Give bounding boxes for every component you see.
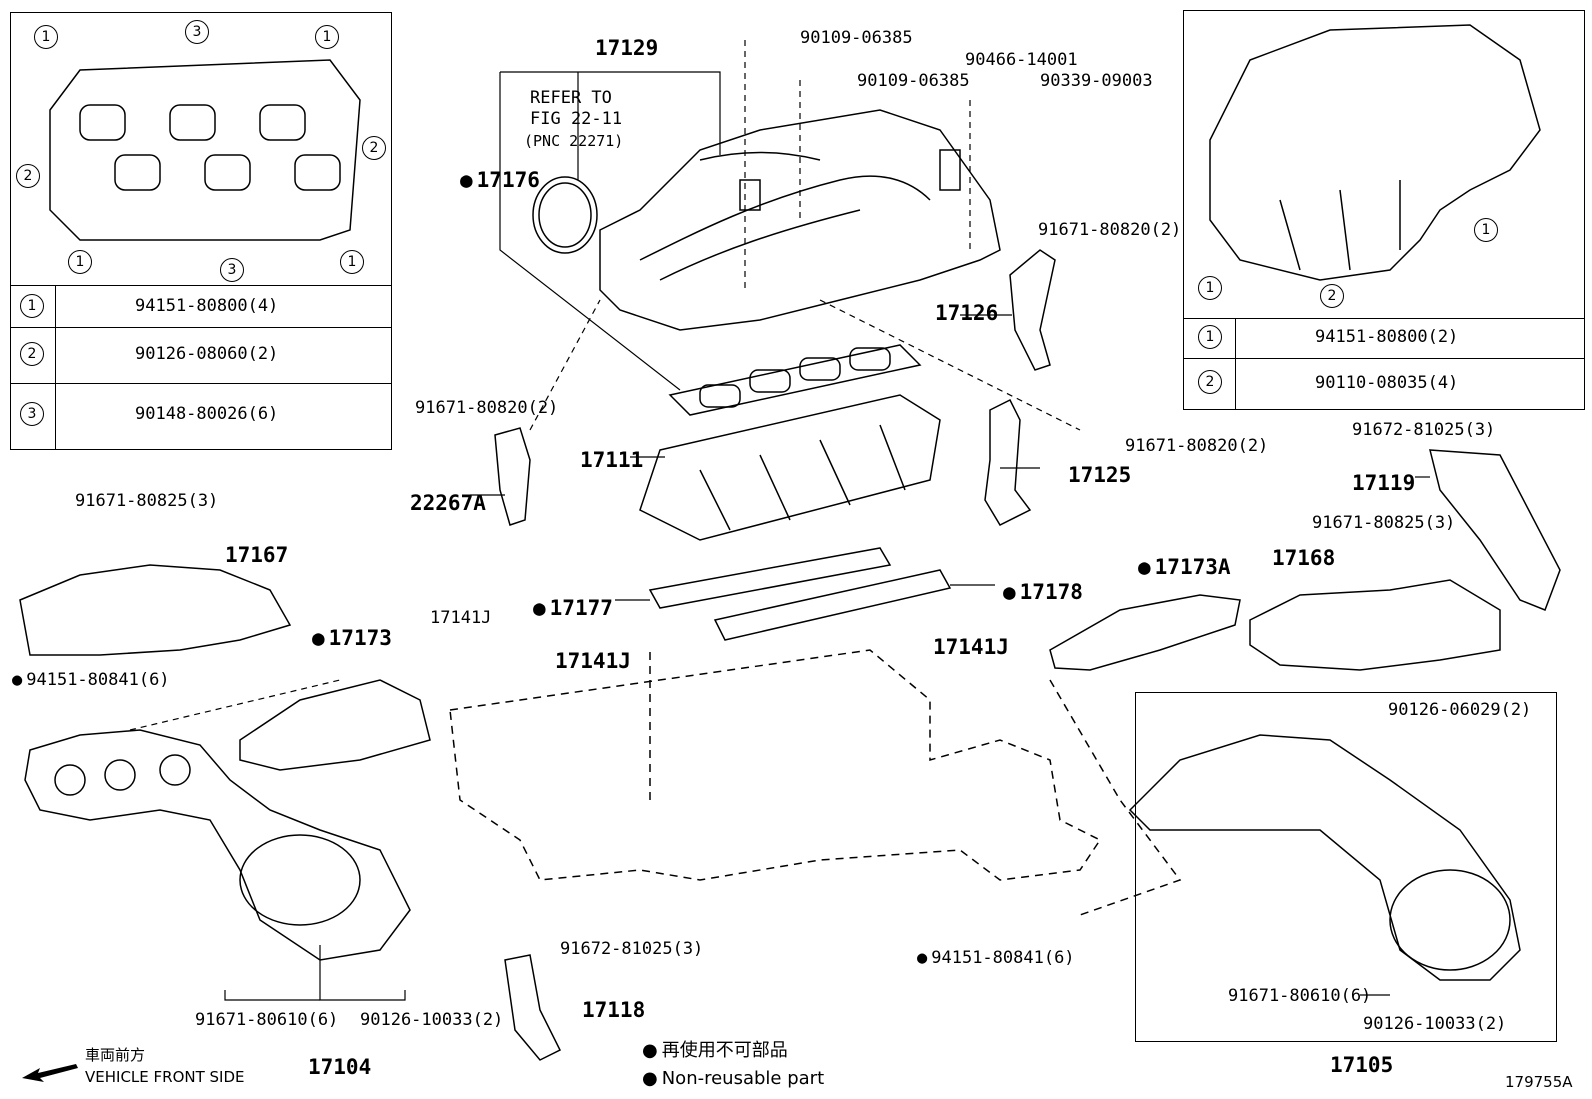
label-17125: 17125 (1068, 463, 1132, 487)
label-17173: 17173 (312, 628, 392, 649)
label-17176: 17176 (460, 170, 540, 191)
refer-note-line1: REFER TO (530, 88, 612, 108)
inset-left-callout: 3 (185, 20, 209, 44)
inset-right-row1-num: 1 (1198, 325, 1222, 349)
label-90339-09003: 90339-09003 (1040, 71, 1153, 91)
heat-shield-17168 (1249, 579, 1501, 671)
label-17177: 17177 (533, 598, 613, 619)
label-17141J-a: 17141J (430, 608, 492, 628)
gasket-17178 (713, 569, 952, 641)
inset-left-callout: 1 (315, 25, 339, 49)
inset-right-callout: 1 (1474, 218, 1498, 242)
label-17141J-c: 17141J (933, 635, 1009, 659)
inset-left-callout: 1 (34, 25, 58, 49)
bracket-17119 (1429, 449, 1561, 611)
intake-gasket (668, 344, 922, 416)
inset-left-callout: 1 (68, 250, 92, 274)
label-94151-80841-b: 94151-80841(6) (917, 950, 1074, 967)
engine-block (449, 649, 1182, 916)
label-17168: 17168 (1272, 546, 1336, 570)
label-17167: 17167 (225, 543, 289, 567)
leader-lines (129, 40, 1430, 1001)
label-90466-14001: 90466-14001 (965, 50, 1078, 70)
front-side-jp: 車両前方 (85, 1046, 146, 1064)
gasket-17173A (1049, 594, 1241, 671)
inset-left-callout: 1 (340, 250, 364, 274)
legend-en: Non-reusable part (642, 1070, 824, 1088)
label-90126-10033-a: 90126-10033(2) (360, 1010, 504, 1030)
bracket-22267A (494, 427, 531, 526)
exhaust-manifold-17105 (1128, 734, 1521, 981)
label-17118: 17118 (582, 998, 646, 1022)
inset-right-callout: 1 (1198, 276, 1222, 300)
inset-left-gasket (49, 59, 361, 241)
inset-left-row3-part: 90148-80026(6) (135, 404, 279, 424)
intake-manifold-upper (599, 109, 1001, 331)
front-arrow-icon (22, 1064, 78, 1082)
inset-left-callout: 2 (16, 164, 40, 188)
exhaust-manifold-17104 (24, 729, 411, 961)
label-91671-80825-b: 91671-80825(3) (75, 491, 219, 511)
refer-note-line3: (PNC 22271) (524, 132, 624, 150)
diagram-id: 179755A (1505, 1073, 1573, 1091)
label-17173A: 17173A (1138, 557, 1231, 578)
heat-shield-17167 (19, 564, 292, 656)
inset-right-manifold (1209, 24, 1541, 281)
label-90126-06029: 90126-06029(2) (1388, 700, 1532, 720)
exhaust-manifold-17105-frame (1135, 692, 1557, 1042)
label-91671-80610-b: 91671-80610(6) (1228, 986, 1372, 1006)
label-91672-81025-b: 91672-81025(3) (560, 939, 704, 959)
bracket-17118 (504, 954, 562, 1061)
label-91671-80820-b: 91671-80820(2) (415, 398, 559, 418)
label-91671-80820-a: 91671-80820(2) (1038, 220, 1182, 240)
inset-right-box (1183, 10, 1585, 410)
inset-left-box (10, 12, 392, 450)
label-17104: 17104 (308, 1055, 372, 1079)
label-91671-80610-a: 91671-80610(6) (195, 1010, 339, 1030)
label-17105: 17105 (1330, 1053, 1394, 1077)
gasket-17177 (648, 547, 892, 609)
label-94151-80841-a: 94151-80841(6) (12, 672, 169, 689)
label-91671-80825-a: 91671-80825(3) (1312, 513, 1456, 533)
label-17119: 17119 (1352, 471, 1416, 495)
label-22267A: 22267A (410, 491, 486, 515)
inset-right-row2-part: 90110-08035(4) (1315, 373, 1459, 393)
label-90109-06385-a: 90109-06385 (800, 28, 913, 48)
label-91672-81025-a: 91672-81025(3) (1352, 420, 1496, 440)
bracket-17125 (984, 398, 1032, 526)
bracket-17126 (1009, 249, 1056, 371)
gasket-17173 (239, 679, 431, 771)
label-17126: 17126 (935, 301, 999, 325)
label-17141J-b: 17141J (555, 649, 631, 673)
inset-left-callout: 2 (362, 136, 386, 160)
label-90109-06385-b: 90109-06385 (857, 71, 970, 91)
label-17129: 17129 (595, 36, 659, 60)
label-17178: 17178 (1003, 582, 1083, 603)
inset-left-row2-part: 90126-08060(2) (135, 344, 279, 364)
inset-left-row1-part: 94151-80800(4) (135, 296, 279, 316)
intake-manifold-lower (639, 394, 941, 541)
refer-note-line2: FIG 22-11 (530, 109, 623, 129)
inset-left-row3-num: 3 (20, 402, 44, 426)
inset-left-callout: 3 (220, 258, 244, 282)
inset-left-row2-num: 2 (20, 342, 44, 366)
label-91671-80820-c: 91671-80820(2) (1125, 436, 1269, 456)
inset-right-callout: 2 (1320, 284, 1344, 308)
gasket-ring-17176 (532, 176, 598, 254)
inset-left-row1-num: 1 (20, 294, 44, 318)
label-17111: 17111 (580, 448, 644, 472)
inset-right-row2-num: 2 (1198, 370, 1222, 394)
label-90126-10033-b: 90126-10033(2) (1363, 1014, 1507, 1034)
front-side-en: VEHICLE FRONT SIDE (85, 1068, 245, 1086)
inset-right-row1-part: 94151-80800(2) (1315, 327, 1459, 347)
legend-jp: 再使用不可部品 (642, 1042, 788, 1060)
